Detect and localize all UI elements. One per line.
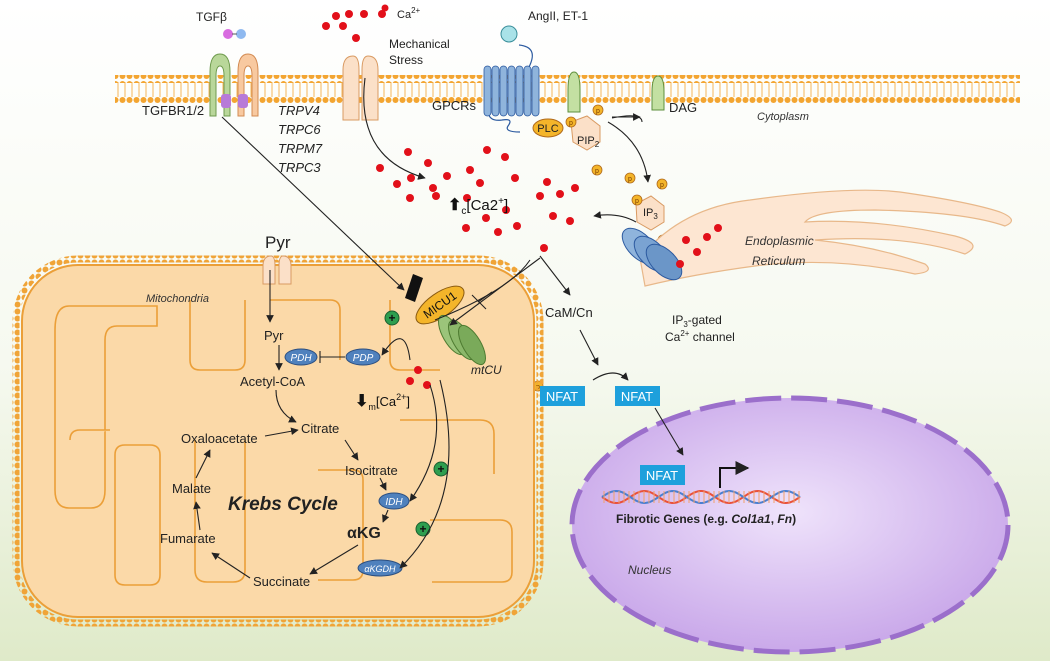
er-label-1: Endoplasmic [745,234,814,248]
cytosolic-calcium-label: ⬆c[Ca2+] [448,196,508,217]
transcription-start-arrow [719,461,750,488]
acetyl-coa-label: Acetyl-CoA [240,374,305,389]
pdp-label: PDP [353,353,374,364]
nfat-nuclear-label: NFAT [646,468,678,483]
mitochondria-label: Mitochondria [146,293,209,305]
dag-icon [651,75,665,111]
svg-text:p: p [595,168,599,175]
svg-text:p: p [628,176,632,183]
er-label-2: Reticulum [752,254,805,268]
cytosolic-calcium-dots [376,146,722,268]
oxaloacetate-label: Oxaloacetate [181,431,258,446]
tgfb-ligand-icon [223,29,246,39]
akg-label: αKG [347,525,381,542]
mcu-complex-icon [405,274,486,366]
ip3-gated-channel-icon [621,227,683,281]
stress-label: Stress [389,53,423,67]
pip2-label: PIP2 [577,135,600,149]
nfat-active-box [615,386,660,406]
tgfbr-receptor-icon [209,53,259,117]
mito-calcium-label: ⬇m[Ca2+] [355,392,410,412]
dag-label: DAG [669,100,697,115]
channel-label-trpv4: TRPV4 [278,103,320,118]
pathway-arrows [193,77,684,579]
angii-label: AngII, ET-1 [528,9,588,23]
svg-text:+: + [419,522,426,536]
mtcu-label: mtCU [471,363,502,377]
nucleus [569,395,1011,655]
tgfbr-label: TGFBR1/2 [142,103,204,118]
ca-channel-label: Ca2+ channel [665,329,735,344]
svg-text:+: + [388,311,395,325]
channel-label-trpm7: TRPM7 [278,141,323,156]
pdh-label: PDH [290,353,312,364]
cam-cn-label: CaM/Cn [545,305,593,320]
angii-ligand-icon [500,25,518,43]
channel-label-trpc3: TRPC3 [278,160,321,175]
plc-label: PLC [537,123,558,135]
gpcr-receptor-icon [483,44,540,133]
svg-text:p: p [596,108,600,115]
ip3-molecule-icon [635,195,665,231]
malate-label: Malate [172,481,211,496]
krebs-cycle-label: Krebs Cycle [228,494,338,515]
pdp-enzyme-icon [345,348,381,366]
citrate-label: Citrate [301,421,339,436]
mechanosensitive-channel-icon [342,55,379,121]
dna-helix [601,489,801,505]
nfat-phospho-label: NFAT [546,389,578,404]
pyr-cytosol-label: Pyr [265,233,291,252]
idh-enzyme-icon [378,492,410,510]
mitochondrion [12,255,544,627]
mechanical-label: Mechanical [389,37,450,51]
cytoplasm-label: Cytoplasm [757,111,809,123]
akgdh-label: αKGDH [364,564,396,574]
tgfb-label: TGFβ [196,10,227,24]
endoplasmic-reticulum [639,189,1012,287]
idh-label: IDH [385,497,403,508]
svg-text:p: p [660,182,664,189]
pdh-enzyme-icon [284,348,318,366]
pip2-icon [567,71,601,151]
svg-text:+: + [437,462,444,476]
isocitrate-label: Isocitrate [345,463,398,478]
nucleus-label: Nucleus [628,563,671,577]
gpcrs-label: GPCRs [432,98,477,113]
mitochondrial-calcium-dots [406,366,431,389]
channel-label-trpc6: TRPC6 [278,122,321,137]
fibrotic-genes-label: Fibrotic Genes (e.g. Col1a1, Fn) [616,512,796,526]
ip3-label: IP3 [643,207,658,221]
nfat-nuclear-box [640,465,685,485]
nfat-phospho-box [540,386,585,406]
svg-text:p: p [569,120,573,127]
plc-enzyme-icon [532,118,564,138]
ip3-gated-label: IP3-gated [672,313,722,329]
extracellular-calcium-dots [322,4,389,42]
ca-extracellular-label: Ca2+ [397,6,421,21]
succinate-label: Succinate [253,574,310,589]
pyruvate-transporter-icon [262,255,292,285]
fumarate-label: Fumarate [160,531,216,546]
nfat-active-label: NFAT [621,389,653,404]
pyr-matrix-label: Pyr [264,328,284,343]
svg-text:p: p [635,198,639,205]
